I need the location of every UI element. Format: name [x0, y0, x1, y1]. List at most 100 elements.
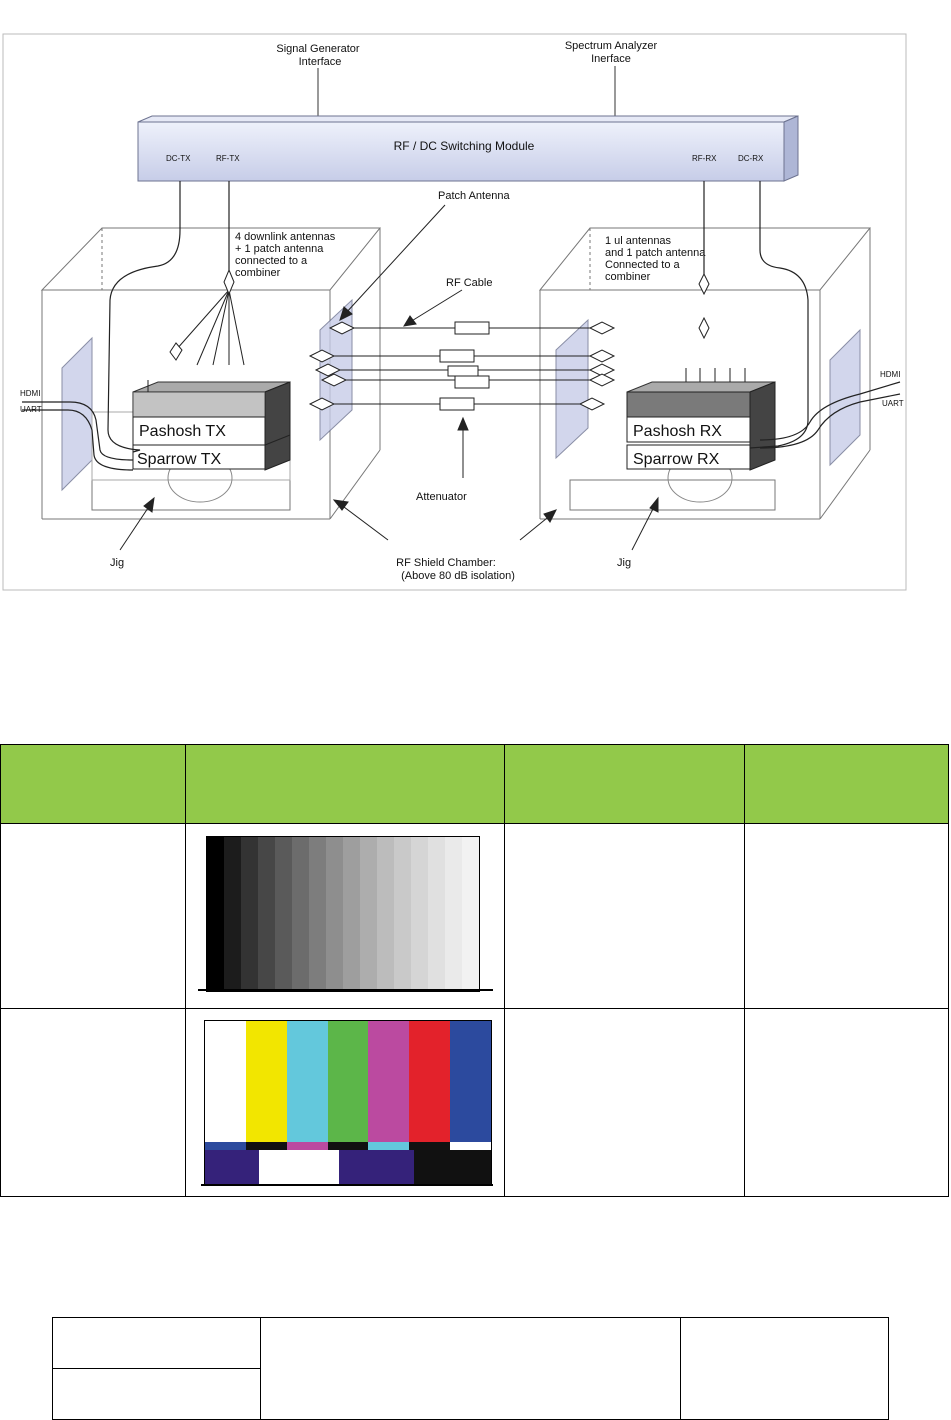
uart-left-label: UART [20, 405, 42, 414]
right-shield-chamber [538, 227, 872, 520]
grayscale-step [462, 837, 479, 991]
color-bar-strip [286, 1142, 328, 1150]
color-bar-strip [409, 1142, 451, 1150]
grayscale-step [326, 837, 343, 991]
patch-antenna-label: Patch Antenna [438, 190, 510, 202]
callout-arrows [119, 204, 659, 551]
attenuator [439, 397, 475, 411]
color-bar-block [413, 1150, 491, 1185]
table-row [52, 1368, 889, 1420]
uart-right-label: UART [882, 399, 904, 408]
grayscale-step [445, 837, 462, 991]
grayscale-pattern-image [198, 836, 493, 996]
color-bar-strip [245, 1142, 287, 1150]
dc-rf-cables [22, 181, 901, 471]
color-bar-block [259, 1150, 340, 1185]
table-cell [504, 1008, 745, 1197]
color-bar-strip [450, 1142, 491, 1150]
hdmi-right-label: HDMI [880, 370, 900, 379]
table-header-row [0, 744, 949, 824]
hdmi-left-label: HDMI [20, 389, 40, 398]
table-cell [0, 1008, 186, 1197]
rx-antennas [685, 272, 746, 382]
attenuator [454, 321, 490, 335]
shield-chamber-label: RF Shield Chamber:(Above 80 dB isolation… [396, 557, 515, 582]
sparrow-rx-label: Sparrow RX [633, 451, 720, 468]
attenuator-label: Attenuator [416, 491, 467, 503]
color-bar [368, 1021, 410, 1142]
color-bar [327, 1021, 369, 1142]
switching-module-label: RF / DC Switching Module [394, 139, 535, 153]
color-bar-block [339, 1150, 414, 1185]
pashosh-tx-label: Pashosh TX [139, 423, 226, 440]
grayscale-step [241, 837, 258, 991]
color-bar [450, 1021, 491, 1142]
port-dc-tx-label: DC-TX [166, 154, 191, 163]
tx-antennas [147, 268, 245, 392]
table-cell [260, 1317, 681, 1420]
rf-cable-label: RF Cable [446, 277, 492, 289]
attenuator [447, 365, 479, 377]
grayscale-step [394, 837, 411, 991]
grayscale-step [428, 837, 445, 991]
color-bar-strip [205, 1142, 246, 1150]
table-row [0, 1008, 949, 1197]
color-bar-strip [327, 1142, 369, 1150]
attenuator [454, 375, 490, 389]
color-bars-image [201, 1020, 493, 1188]
sparrow-tx-box [132, 416, 266, 449]
color-bar [286, 1021, 328, 1142]
jig-left-label: Jig [110, 557, 124, 569]
header-cell [504, 744, 745, 824]
grayscale-step [360, 837, 377, 991]
switching-module-side [783, 115, 799, 182]
attenuator [439, 349, 475, 363]
test-pattern-table [0, 744, 949, 1197]
color-bars-cell [185, 1008, 505, 1197]
sparrow-tx-label: Sparrow TX [137, 451, 222, 468]
bottom-table [52, 1317, 889, 1420]
grayscale-pattern-cell [185, 823, 505, 1009]
grayscale-step [292, 837, 309, 991]
table-cell [0, 823, 186, 1009]
table-cell [52, 1368, 261, 1420]
diagram-frame [2, 33, 907, 591]
grayscale-step [309, 837, 326, 991]
right-io-panel [829, 328, 861, 467]
table-cell [680, 1317, 889, 1420]
port-rf-rx-label: RF-RX [692, 154, 717, 163]
grayscale-step [258, 837, 275, 991]
right-rf-panel [555, 318, 589, 460]
table-cell [744, 1008, 949, 1197]
table-row [52, 1317, 889, 1420]
pashosh-rx-label: Pashosh RX [633, 423, 722, 440]
switching-module [137, 121, 785, 182]
table-cell [504, 823, 745, 1009]
color-bar [205, 1021, 246, 1142]
color-bar [409, 1021, 451, 1142]
grayscale-step [275, 837, 292, 991]
port-rf-tx-label: RF-TX [216, 154, 240, 163]
jig-right-label: Jig [617, 557, 631, 569]
port-dc-rx-label: DC-RX [738, 154, 764, 163]
sparrow-rx-box [626, 444, 751, 470]
grayscale-step [343, 837, 360, 991]
header-cell [0, 744, 186, 824]
grayscale-step [377, 837, 394, 991]
grayscale-step [224, 837, 241, 991]
color-bar [245, 1021, 287, 1142]
color-bar-block [205, 1150, 260, 1185]
table-row [0, 823, 949, 1009]
table-cell [744, 823, 949, 1009]
switching-module-top [137, 115, 799, 123]
color-bar-strip [368, 1142, 410, 1150]
grayscale-step [411, 837, 428, 991]
header-cell [185, 744, 505, 824]
grayscale-step [207, 837, 224, 991]
rf-cable-runs [308, 321, 616, 411]
